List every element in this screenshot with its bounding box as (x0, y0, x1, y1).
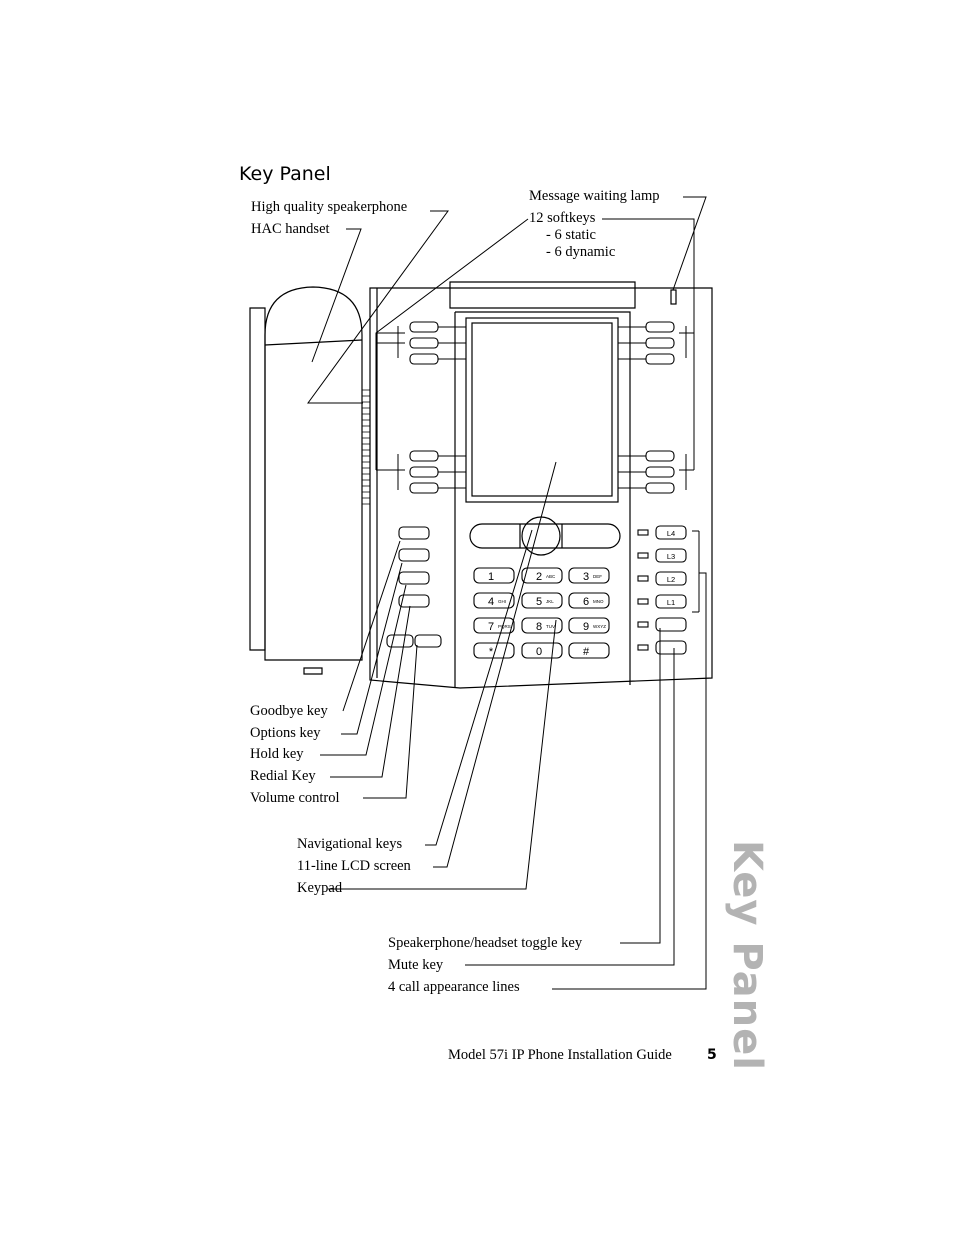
message-waiting-lamp (670, 289, 677, 305)
keypad-digit[interactable]: 6 (583, 596, 589, 608)
phone-body (369, 287, 713, 689)
keypad-digit[interactable]: 3 (583, 571, 589, 583)
options-key (398, 548, 430, 562)
keypad-digit[interactable]: 2 (536, 571, 542, 583)
label-navigational-keys: Navigational keys (297, 836, 403, 852)
goodbye-key (398, 526, 430, 540)
label-speakerphone-toggle: Speakerphone/headset toggle key (388, 935, 583, 951)
label-mute-key: Mute key (388, 957, 444, 973)
label-redial-key: Redial Key (250, 768, 316, 784)
lcd-frame (465, 317, 619, 503)
label-softkeys-dynamic: - 6 dynamic (546, 244, 616, 260)
keypad-letters: MNO (593, 599, 604, 604)
footer-guide-title: Model 57i IP Phone Installation Guide (448, 1047, 672, 1063)
label-keypad: Keypad (297, 880, 343, 896)
softkeys-left (409, 321, 439, 494)
speaker-grille (362, 389, 370, 505)
section-title: Key Panel (239, 163, 331, 185)
volume-down-key (386, 634, 414, 648)
keypad-digit[interactable]: 7 (488, 621, 494, 633)
line-key-label[interactable]: L4 (667, 529, 675, 538)
label-lcd-screen: 11-line LCD screen (297, 858, 411, 874)
keypad-digit[interactable]: * (489, 646, 494, 658)
nav-keys (469, 523, 621, 549)
keypad-letters: PQRS (498, 624, 511, 629)
keypad-letters: GHI (498, 599, 506, 604)
keypad-digit[interactable]: 4 (488, 596, 494, 608)
handset-cradle (249, 307, 266, 651)
keypad-digit[interactable]: 5 (536, 596, 542, 608)
label-speakerphone: High quality speakerphone (251, 199, 408, 215)
label-hac-handset: HAC handset (251, 221, 330, 237)
hold-key (398, 571, 430, 585)
softkeys-right (645, 321, 675, 494)
label-hold-key: Hold key (250, 746, 304, 762)
keypad-digit[interactable]: 9 (583, 621, 589, 633)
label-softkeys: 12 softkeys (529, 210, 596, 226)
redial-key (398, 594, 430, 608)
label-options-key: Options key (250, 725, 321, 741)
handset (264, 286, 363, 661)
lcd-screen (471, 322, 613, 497)
keypad-digit[interactable]: # (583, 646, 590, 658)
keypad-letters: TUV (546, 624, 555, 629)
mute-key (655, 640, 687, 655)
volume-up-key (414, 634, 442, 648)
line-key-label[interactable]: L1 (667, 598, 675, 607)
keypad-digit[interactable]: 8 (536, 621, 542, 633)
keypad-letters: DEF (593, 574, 602, 579)
label-message-waiting-lamp: Message waiting lamp (529, 188, 660, 204)
page-number: 5 (707, 1047, 717, 1063)
keypad-letters: ABC (546, 574, 556, 579)
keypad (473, 567, 610, 659)
speakerphone-toggle-key (655, 617, 687, 632)
line-keys (637, 525, 687, 655)
label-softkeys-static: - 6 static (546, 227, 596, 243)
line-key-label[interactable]: L2 (667, 575, 675, 584)
label-volume-control: Volume control (250, 790, 340, 806)
keypad-digit[interactable]: 1 (488, 571, 494, 583)
top-display-strip (449, 281, 636, 309)
label-call-appearance-lines: 4 call appearance lines (388, 979, 520, 995)
keypad-digit[interactable]: 0 (536, 646, 542, 658)
keypad-letters: JKL (546, 599, 554, 604)
label-goodbye-key: Goodbye key (250, 703, 328, 719)
keypad-letters: WXYZ (593, 624, 606, 629)
leader-lines (307, 196, 707, 990)
line-key-label[interactable]: L3 (667, 552, 675, 561)
